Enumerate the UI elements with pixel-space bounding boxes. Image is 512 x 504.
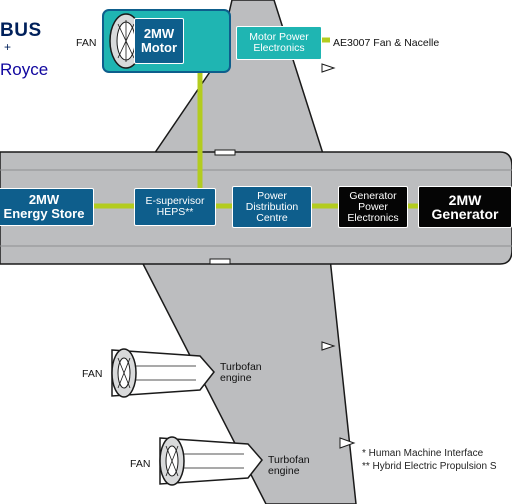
motor-power-line1: Motor Power xyxy=(249,31,309,43)
footnotes: * Human Machine Interface ** Hybrid Elec… xyxy=(362,447,497,473)
energy-store-rating: 2MW xyxy=(28,192,60,207)
gen-power-line2: Power xyxy=(358,200,388,213)
generator-label: Generator xyxy=(431,206,499,222)
fan-label-bot: FAN xyxy=(130,458,151,470)
gen-power-line3: Electronics xyxy=(347,211,399,224)
turbofan-bot-line1: Turbofan xyxy=(268,454,310,466)
generator-power-electronics-box: Generator Power Electronics xyxy=(338,186,408,228)
motor-power-line2: Electronics xyxy=(253,42,305,54)
logo-plus: + xyxy=(4,40,12,54)
footnote-heps: ** Hybrid Electric Propulsion S xyxy=(362,461,497,472)
energy-store-box: 2MW Energy Store xyxy=(0,188,94,226)
fan-label-top: FAN xyxy=(76,37,97,49)
pdc-line2: Distribution xyxy=(245,200,299,213)
pdc-line3: Centre xyxy=(256,211,288,224)
esupervisor-line1: E-supervisor xyxy=(145,195,205,207)
footnote-hmi: * Human Machine Interface xyxy=(362,448,484,459)
logo: BUS + Royce xyxy=(0,4,62,102)
turbofan-mid-line2: engine xyxy=(220,372,252,384)
pdc-line1: Power xyxy=(257,189,287,202)
turbofan-engine-bot xyxy=(159,436,263,486)
energy-store-label: Energy Store xyxy=(3,206,85,221)
turbofan-label-bot: Turbofan engine xyxy=(268,455,310,477)
logo-airbus-text: BUS xyxy=(0,20,42,41)
logo-rolls-royce-text: Royce xyxy=(0,60,49,79)
generator-rating: 2MW xyxy=(448,192,482,208)
gen-power-line1: Generator xyxy=(349,189,397,202)
turbofan-label-mid: Turbofan engine xyxy=(220,362,262,384)
turbofan-bot-line2: engine xyxy=(268,465,300,477)
esupervisor-box: E-supervisor HEPS** xyxy=(134,188,216,226)
motor-power-electronics-box: Motor Power Electronics xyxy=(236,26,322,60)
fan-label-mid: FAN xyxy=(82,368,103,380)
motor-rating: 2MW xyxy=(143,26,175,41)
esupervisor-line2: HEPS** xyxy=(156,206,194,218)
generator-box: 2MW Generator xyxy=(418,186,512,228)
turbofan-mid-line1: Turbofan xyxy=(220,361,262,373)
power-distribution-centre-box: Power Distribution Centre xyxy=(232,186,312,228)
motor-label: Motor xyxy=(140,40,178,55)
ae3007-label: AE3007 Fan & Nacelle xyxy=(333,37,440,49)
motor-box: 2MW Motor xyxy=(134,18,184,64)
turbofan-engine-mid xyxy=(111,348,215,398)
